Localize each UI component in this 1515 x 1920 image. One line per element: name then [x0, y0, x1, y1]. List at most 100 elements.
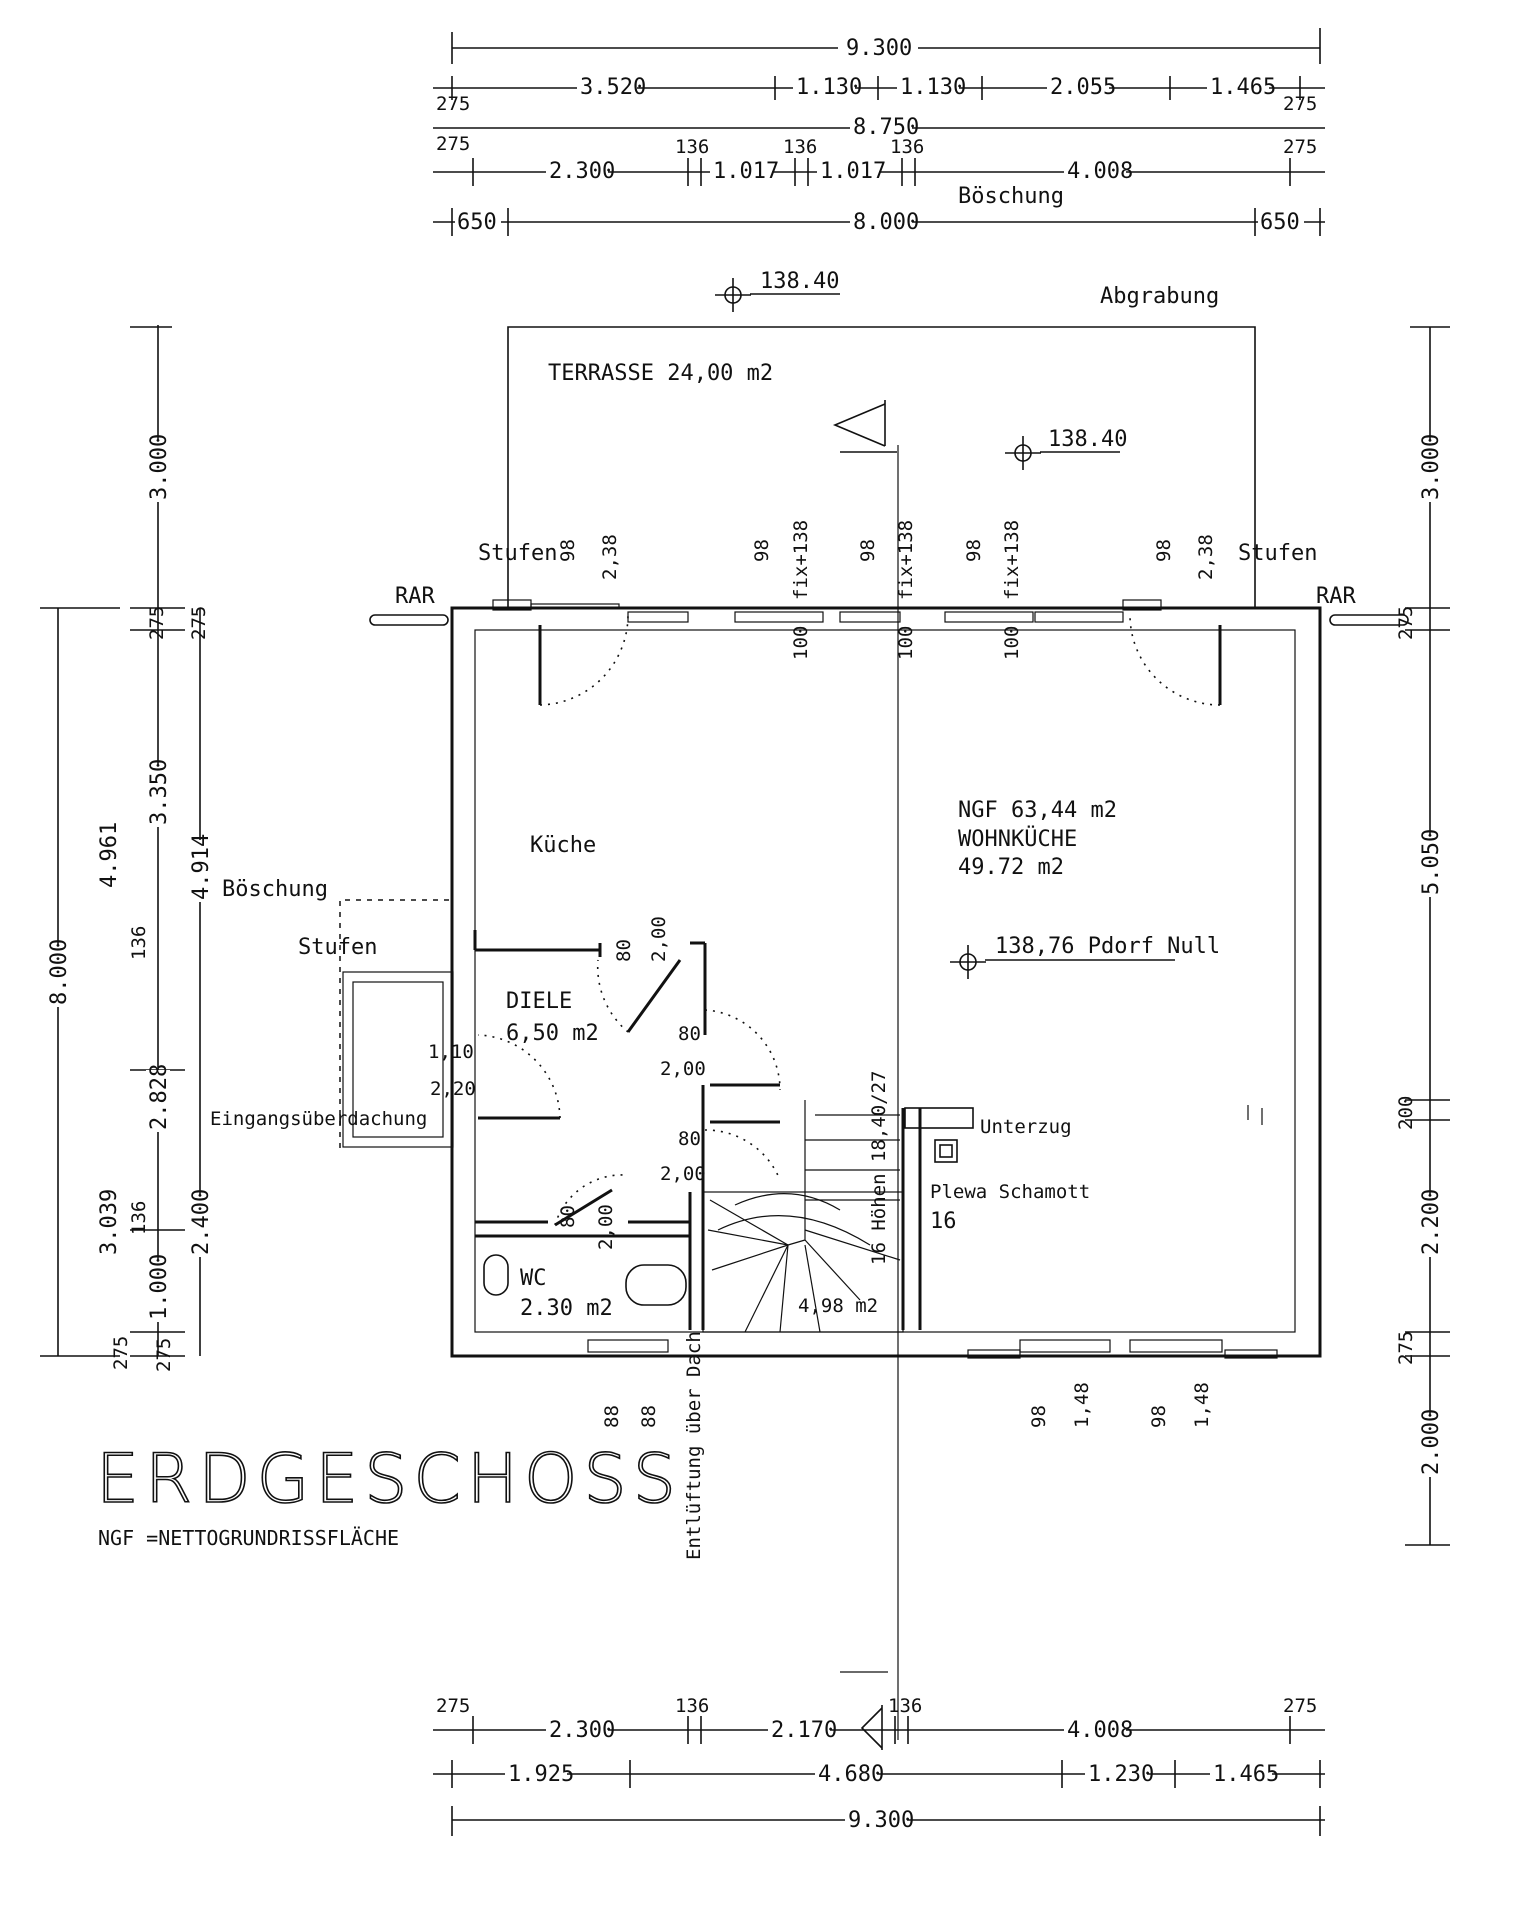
diele-area: 6,50 m2	[506, 1021, 599, 1046]
boeschung-left: Böschung	[222, 877, 328, 902]
wc-name: WC	[520, 1266, 547, 1291]
plan-legend: NGF =NETTOGRUNDRISSFLÄCHE	[98, 1526, 399, 1550]
win1-w: 98	[751, 539, 773, 562]
dim-top-r1-2: 1.130	[796, 75, 862, 100]
dim-bot-r1-1: 2.300	[549, 1718, 615, 1743]
right-dimension-chains: 3.000 275 5.050 200 2.200 275 2.000	[1395, 326, 1450, 1546]
room-labels: NGF 63,44 m2 WOHNKÜCHE 49.72 m2 Küche DI…	[506, 798, 1220, 1046]
house-walls: 4,98 m2 16 Höhen 18,40/27 WC 2.30 m2 Unt…	[450, 445, 1322, 1740]
door-b-h: 2,00	[660, 1058, 706, 1080]
dim-right-2: 5.050	[1419, 829, 1444, 895]
dim-top-r3-0: 650	[457, 210, 497, 235]
dim-bot-r2-2: 1.230	[1088, 1762, 1154, 1787]
plewa-label: Plewa Schamott	[930, 1181, 1090, 1203]
dim-bot-r2-3: 1.465	[1213, 1762, 1279, 1787]
dim-bot-r1-0: 275	[436, 1695, 470, 1717]
dim-right-4: 2.200	[1419, 1189, 1444, 1255]
unterzug-label: Unterzug	[980, 1116, 1072, 1138]
dim-left-in-1: 4.914	[189, 834, 214, 900]
dim-left-7: 136	[128, 1201, 150, 1235]
dim-top-r1-5: 1.465	[1210, 75, 1276, 100]
wc-area: 2.30 m2	[520, 1296, 613, 1321]
rar-right: RAR	[1316, 584, 1356, 609]
dim-bot-r1-2: 136	[675, 1695, 709, 1717]
plewa-num: 16	[930, 1209, 957, 1234]
dim-top-r1-1: 3.520	[580, 75, 646, 100]
bot-win3-h: 1,48	[1191, 1382, 1213, 1428]
dim-left-in-3: 275	[153, 1338, 175, 1372]
dim-top-r2-3: 1.017	[713, 159, 779, 184]
plan-title-block: ERDGESCHOSS NGF =NETTOGRUNDRISSFLÄCHE	[95, 1439, 682, 1550]
win2-h: fix+138	[895, 520, 917, 600]
dim-top-r2-total: 8.750	[853, 115, 919, 140]
level-top: 138.40	[760, 269, 839, 294]
bottom-dimension-chains: 275 2.300 136 2.170 136 4.008 275 1.925 …	[433, 1671, 1325, 1836]
dim-left-0: 3.000	[147, 434, 172, 500]
dim-top-r1-0: 275	[436, 93, 470, 115]
left-dimension-chains: 3.000 275 4.961 3.350 136 2.828 3.039 13…	[40, 325, 214, 1372]
door-c-w: 80	[678, 1128, 701, 1150]
top-openings: 98 2,38 98 fix+138 100 98 fix+138 100 98…	[369, 520, 1409, 706]
dim-bot-r1-5: 4.008	[1067, 1718, 1133, 1743]
door-b-w: 80	[678, 1023, 701, 1045]
level-null: 138,76 Pdorf Null	[995, 934, 1220, 959]
bot-win2-w: 98	[1028, 1405, 1050, 1428]
dim-top-r1-6: 275	[1283, 93, 1317, 115]
dim-top-r2-1: 2.300	[549, 159, 615, 184]
dim-bot-r1-4: 136	[888, 1695, 922, 1717]
boeschung-top-label: Böschung	[958, 184, 1064, 209]
stair-area: 4,98 m2	[798, 1295, 878, 1317]
stufen-left: Stufen	[298, 935, 377, 960]
door-a-h: 2,00	[648, 916, 670, 962]
dim-right-0: 3.000	[1419, 434, 1444, 500]
win1-sill: 100	[790, 626, 812, 660]
dim-top-r2-7: 4.008	[1067, 159, 1133, 184]
eingang-label: Eingangsüberdachung	[210, 1108, 427, 1130]
dim-left-1: 275	[146, 606, 168, 640]
door-d-h: 2,00	[595, 1204, 617, 1250]
dim-top-r2-0: 275	[436, 133, 470, 155]
dim-top-r2-5: 1.017	[820, 159, 886, 184]
abgrabung-label: Abgrabung	[1100, 284, 1219, 309]
dim-top-total: 9.300	[846, 36, 912, 61]
dim-bot-r2-0: 1.925	[508, 1762, 574, 1787]
dim-left-total: 8.000	[47, 939, 72, 1005]
dim-left-in-2: 2.400	[189, 1189, 214, 1255]
top-door-l-h: 2,38	[599, 534, 621, 580]
dim-bot-total: 9.300	[848, 1808, 914, 1833]
bot-win3-w: 98	[1148, 1405, 1170, 1428]
plan-title: ERDGESCHOSS	[96, 1440, 682, 1519]
ngf-label: NGF 63,44 m2	[958, 798, 1117, 823]
dim-left-9: 275	[110, 1336, 132, 1370]
dim-left-5: 2.828	[147, 1064, 172, 1130]
dim-top-r2-8: 275	[1283, 136, 1317, 158]
dim-right-1: 275	[1395, 606, 1417, 640]
entlueftung-label: Entlüftung über Dach	[683, 1331, 705, 1560]
dim-top-r1-4: 2.055	[1050, 75, 1116, 100]
bottom-openings: 88 88 Entlüftung über Dach 98 1,48 98 1,…	[587, 1331, 1278, 1560]
dim-left-2: 4.961	[97, 822, 122, 888]
top-door-r-h: 2,38	[1195, 534, 1217, 580]
dim-right-5: 275	[1395, 1331, 1417, 1365]
dim-right-3: 200	[1395, 1096, 1417, 1130]
bot-win1-w: 88	[601, 1405, 623, 1428]
dim-left-4: 136	[128, 926, 150, 960]
top-door-r-w: 98	[1153, 539, 1175, 562]
dim-top-r1-3: 1.130	[900, 75, 966, 100]
dim-top-r2-4: 136	[783, 136, 817, 158]
dim-left-8: 1.000	[147, 1254, 172, 1320]
dim-left-6: 3.039	[97, 1189, 122, 1255]
door-d-w: 80	[557, 1205, 579, 1228]
wohnkueche-name: WOHNKÜCHE	[958, 826, 1077, 852]
dim-bot-r1-3: 2.170	[771, 1718, 837, 1743]
dim-left-in-0: 275	[188, 606, 210, 640]
dim-top-r3-1: 8.000	[853, 210, 919, 235]
win2-sill: 100	[895, 626, 917, 660]
door-e-w: 1,10	[428, 1041, 474, 1063]
dim-bot-r2-1: 4.680	[818, 1762, 884, 1787]
dim-top-r2-2: 136	[675, 136, 709, 158]
door-a-w: 80	[613, 939, 635, 962]
top-dimension-chains: 9.300 275 3.520 1.130 1.130 2.055 1.465 …	[433, 28, 1325, 236]
terrace-label: TERRASSE 24,00 m2	[548, 361, 773, 386]
